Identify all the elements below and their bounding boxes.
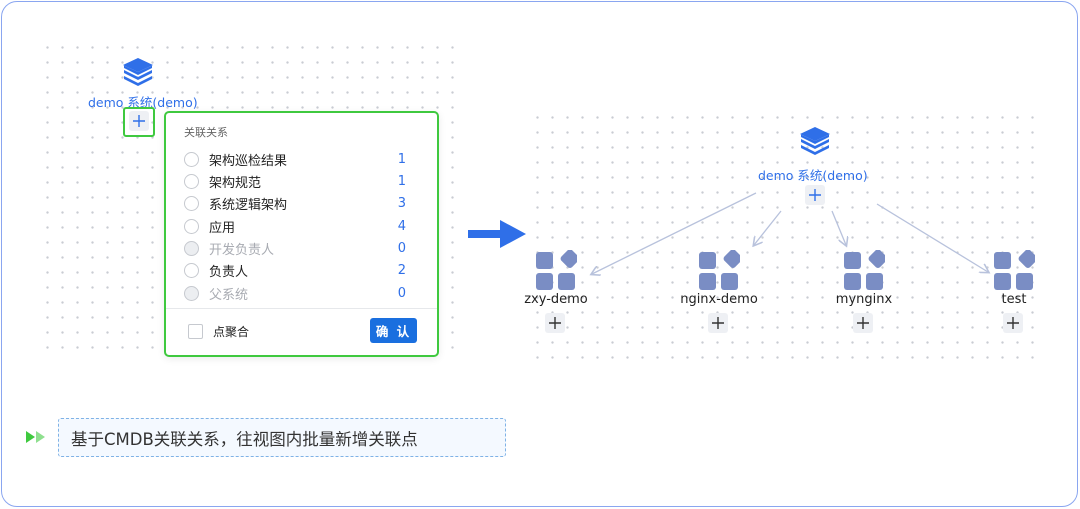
option-count: 0 (397, 240, 406, 256)
option-label: 负责人 (209, 264, 249, 280)
option-count: 0 (397, 285, 406, 301)
app-grid-icon[interactable] (698, 250, 740, 292)
option-label: 系统逻辑架构 (209, 197, 288, 213)
app-grid-icon[interactable] (843, 250, 885, 292)
edge-test (876, 203, 988, 272)
plus-icon (712, 317, 724, 329)
caption-box: 基于CMDB关联关系，往视图内批量新增关联点 (58, 418, 506, 457)
option-count: 2 (397, 262, 406, 278)
popup-title: 关联关系 (184, 126, 228, 139)
aggregate-label: 点聚合 (213, 325, 250, 339)
option-count: 1 (397, 173, 406, 189)
relation-option-disabled: 父系统 0 (184, 283, 406, 303)
add-related-button[interactable] (805, 185, 825, 205)
option-label: 架构规范 (209, 175, 262, 191)
plus-icon (133, 115, 145, 127)
radio-button (184, 285, 199, 301)
relation-option[interactable]: 应用 4 (184, 216, 406, 236)
add-related-button[interactable] (708, 313, 728, 333)
app-label: mynginx (835, 292, 893, 307)
radio-button[interactable] (184, 262, 199, 278)
app-grid-icon[interactable] (535, 250, 577, 292)
relation-popup: 关联关系 架构巡检结果 1 架构规范 1 系统逻辑架构 3 应用 4 开发负责人… (164, 111, 439, 357)
canvas-grid-right (530, 110, 1035, 360)
option-label: 父系统 (209, 287, 249, 303)
radio-button[interactable] (184, 218, 199, 234)
app-grid-icon[interactable] (993, 250, 1035, 292)
add-related-button[interactable] (1003, 313, 1023, 333)
arrow-right-icon (468, 220, 526, 248)
app-label: nginx-demo (680, 292, 758, 307)
add-related-button[interactable] (545, 313, 565, 333)
relation-option[interactable]: 架构巡检结果 1 (184, 149, 406, 169)
relation-option[interactable]: 架构规范 1 (184, 171, 406, 191)
app-label: test (1001, 292, 1027, 307)
option-count: 3 (397, 195, 406, 211)
add-related-button[interactable] (129, 111, 149, 131)
app-label: zxy-demo (524, 292, 588, 307)
relation-option[interactable]: 负责人 2 (184, 260, 406, 280)
plus-icon (809, 189, 821, 201)
aggregate-checkbox[interactable] (188, 324, 203, 339)
radio-button[interactable] (184, 151, 199, 167)
option-count: 4 (397, 218, 406, 234)
relation-option[interactable]: 系统逻辑架构 3 (184, 193, 406, 213)
layers-icon[interactable] (797, 124, 833, 160)
confirm-button[interactable]: 确 认 (370, 318, 417, 343)
plus-icon (1007, 317, 1019, 329)
aggregate-toggle[interactable]: 点聚合 (188, 323, 249, 340)
plus-icon (857, 317, 869, 329)
relation-option-disabled: 开发负责人 0 (184, 238, 406, 258)
add-related-button[interactable] (853, 313, 873, 333)
caption-text: 基于CMDB关联关系，往视图内批量新增关联点 (71, 429, 418, 449)
popup-divider (166, 308, 437, 309)
edge-nginx-demo (754, 210, 782, 245)
plus-icon (549, 317, 561, 329)
option-label: 开发负责人 (209, 242, 275, 258)
layers-icon[interactable] (120, 55, 156, 91)
radio-button (184, 240, 199, 256)
option-count: 1 (397, 151, 406, 167)
option-label: 架构巡检结果 (209, 153, 288, 169)
double-chevron-icon (26, 431, 45, 443)
option-label: 应用 (209, 220, 236, 236)
radio-button[interactable] (184, 195, 199, 211)
radio-button[interactable] (184, 173, 199, 189)
edge-mynginx (831, 210, 846, 245)
right-system-label: demo 系统(demo) (758, 168, 868, 183)
add-related-highlight (123, 107, 155, 137)
left-system-label: demo 系统(demo) (88, 95, 198, 110)
edge-zxy-demo (592, 192, 757, 274)
